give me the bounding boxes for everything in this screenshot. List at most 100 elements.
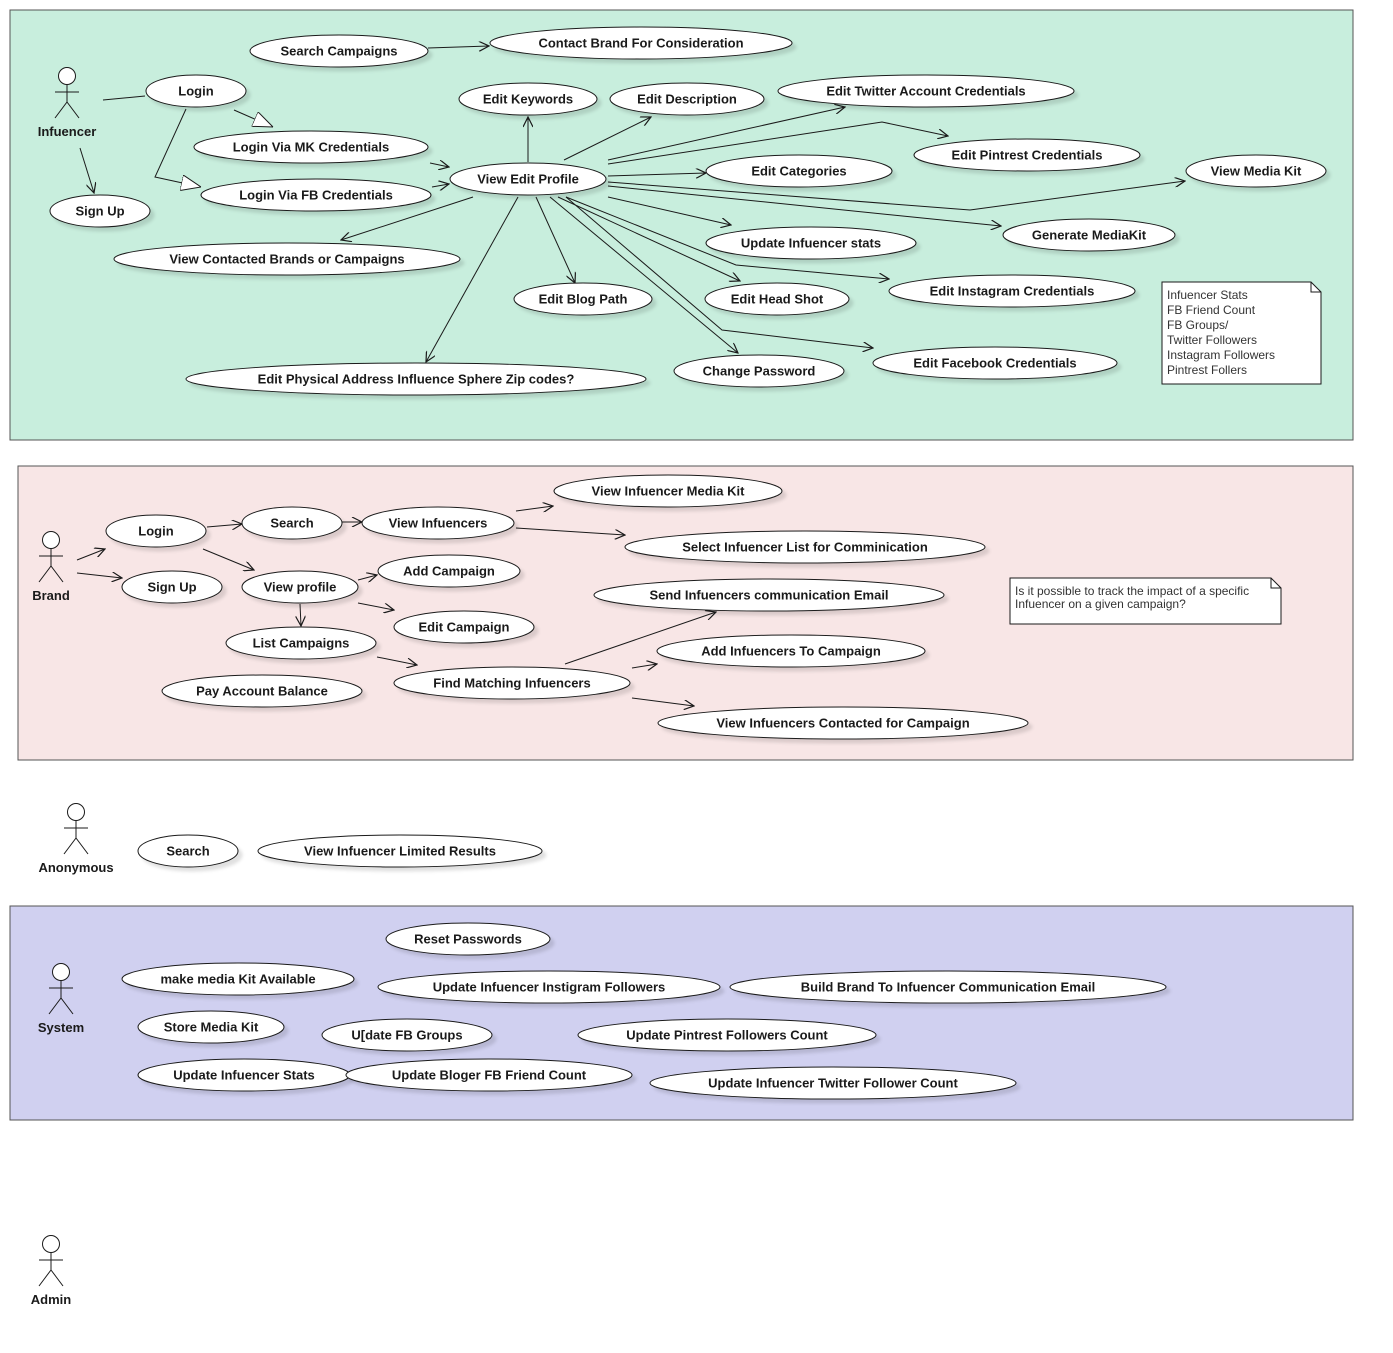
use-cases: Search Campaigns Contact Brand For Consid… bbox=[49, 26, 1327, 1100]
use-case-label: Sign Up bbox=[147, 580, 196, 595]
use-case-add-campaign[interactable]: Add Campaign bbox=[377, 554, 521, 588]
use-case-update-instigram[interactable]: Update Infuencer Instigram Followers bbox=[377, 970, 721, 1004]
use-case-edit-pintrest[interactable]: Edit Pintrest Credentials bbox=[913, 138, 1141, 172]
use-case-update-inf-stats[interactable]: Update Infuencer stats bbox=[705, 226, 917, 260]
use-case-ellipse bbox=[656, 634, 926, 668]
use-case-ellipse bbox=[161, 674, 363, 708]
association-line bbox=[154, 108, 201, 187]
association-line bbox=[429, 163, 449, 167]
use-case-generate-mediakit[interactable]: Generate MediaKit bbox=[1002, 218, 1176, 252]
use-case-edit-campaign[interactable]: Edit Campaign bbox=[393, 610, 535, 644]
association-line bbox=[300, 603, 301, 626]
association-line bbox=[515, 506, 553, 511]
association-line bbox=[631, 697, 694, 706]
use-case-make-media-kit[interactable]: make media Kit Available bbox=[121, 962, 355, 996]
association-line bbox=[357, 602, 394, 610]
use-case-ellipse bbox=[49, 194, 151, 228]
use-case-view-infuencers[interactable]: View Infuencers bbox=[361, 506, 515, 540]
use-case-search-campaigns[interactable]: Search Campaigns bbox=[249, 34, 429, 68]
use-case-ellipse bbox=[777, 74, 1075, 108]
use-case-label: View profile bbox=[264, 580, 337, 595]
use-case-label: Update Bloger FB Friend Count bbox=[392, 1068, 587, 1083]
use-case-edit-twitter[interactable]: Edit Twitter Account Credentials bbox=[777, 74, 1075, 108]
use-case-reset-passwords[interactable]: Reset Passwords bbox=[385, 922, 551, 956]
association-line bbox=[76, 573, 122, 578]
use-case-view-limited[interactable]: View Infuencer Limited Results bbox=[257, 834, 543, 868]
use-case-ellipse bbox=[913, 138, 1141, 172]
use-case-label: Add Infuencers To Campaign bbox=[701, 644, 881, 659]
association-line bbox=[79, 147, 94, 193]
use-case-edit-blog-path[interactable]: Edit Blog Path bbox=[513, 282, 653, 316]
use-case-change-password[interactable]: Change Password bbox=[673, 354, 845, 388]
use-case-ellipse bbox=[105, 514, 207, 548]
use-case-ellipse bbox=[553, 474, 783, 508]
use-case-view-edit-profile[interactable]: View Edit Profile bbox=[449, 162, 607, 196]
note-line: Infuencer on a given campaign? bbox=[1015, 597, 1186, 611]
use-case-label: Update Pintrest Followers Count bbox=[626, 1028, 828, 1043]
use-case-login-mk[interactable]: Login Via MK Credentials bbox=[193, 130, 429, 164]
association-line bbox=[341, 196, 474, 240]
use-case-label: Find Matching Infuencers bbox=[433, 676, 590, 691]
use-case-edit-physical[interactable]: Edit Physical Address Influence Sphere Z… bbox=[185, 362, 647, 396]
use-case-login-brand[interactable]: Login bbox=[105, 514, 207, 548]
use-case-sign-up-brand[interactable]: Sign Up bbox=[121, 570, 223, 604]
use-case-list-campaigns[interactable]: List Campaigns bbox=[225, 626, 377, 660]
use-case-search-brand[interactable]: Search bbox=[241, 506, 343, 540]
use-case-edit-instagram[interactable]: Edit Instagram Credentials bbox=[888, 274, 1136, 308]
note-shape bbox=[1161, 281, 1322, 385]
use-case-label: Login bbox=[178, 84, 213, 99]
use-case-update-inf-stats-sys[interactable]: Update Infuencer Stats bbox=[137, 1058, 351, 1092]
use-case-label: Change Password bbox=[703, 364, 816, 379]
use-case-view-profile[interactable]: View profile bbox=[241, 570, 359, 604]
use-case-ellipse bbox=[393, 666, 631, 700]
use-case-edit-categories[interactable]: Edit Categories bbox=[705, 154, 893, 188]
use-case-login-fb[interactable]: Login Via FB Credentials bbox=[200, 178, 432, 212]
use-case-update-bloger-fb[interactable]: Update Bloger FB Friend Count bbox=[345, 1058, 633, 1092]
association-line bbox=[376, 656, 417, 665]
use-case-view-contacted[interactable]: View Contacted Brands or Campaigns bbox=[113, 242, 461, 276]
use-case-update-twitter[interactable]: Update Infuencer Twitter Follower Count bbox=[649, 1066, 1017, 1100]
use-case-edit-description[interactable]: Edit Description bbox=[609, 82, 765, 116]
association-line bbox=[357, 575, 377, 580]
stick-figure-icon bbox=[63, 803, 89, 855]
association-line bbox=[515, 527, 625, 535]
use-case-edit-keywords[interactable]: Edit Keywords bbox=[458, 82, 598, 116]
use-case-view-inf-contacted[interactable]: View Infuencers Contacted for Campaign bbox=[657, 706, 1029, 740]
use-case-find-matching[interactable]: Find Matching Infuencers bbox=[393, 666, 631, 700]
use-case-edit-facebook[interactable]: Edit Facebook Credentials bbox=[872, 346, 1118, 380]
use-case-view-inf-media-kit[interactable]: View Infuencer Media Kit bbox=[553, 474, 783, 508]
note-fold bbox=[1310, 282, 1321, 293]
use-case-ellipse bbox=[241, 570, 359, 604]
association-line bbox=[206, 524, 242, 527]
note-line: Infuencer Stats bbox=[1167, 288, 1248, 302]
use-case-view-media-kit[interactable]: View Media Kit bbox=[1185, 154, 1327, 188]
use-case-label: View Infuencers bbox=[389, 516, 488, 531]
use-case-ellipse bbox=[321, 1018, 493, 1052]
use-case-search-anon[interactable]: Search bbox=[137, 834, 239, 868]
use-case-contact-brand[interactable]: Contact Brand For Consideration bbox=[489, 26, 793, 60]
use-case-update-pintrest[interactable]: Update Pintrest Followers Count bbox=[577, 1018, 877, 1052]
use-case-send-inf-email[interactable]: Send Infuencers communication Email bbox=[593, 578, 945, 612]
note-fold bbox=[1270, 578, 1281, 589]
use-case-add-inf-to-campaign[interactable]: Add Infuencers To Campaign bbox=[656, 634, 926, 668]
association-line bbox=[607, 107, 845, 161]
use-case-sign-up-inf[interactable]: Sign Up bbox=[49, 194, 151, 228]
use-case-label: View Infuencer Limited Results bbox=[304, 844, 496, 859]
use-case-label: Search bbox=[166, 844, 209, 859]
use-case-ellipse bbox=[185, 362, 647, 396]
use-case-edit-head-shot[interactable]: Edit Head Shot bbox=[704, 282, 850, 316]
use-case-store-media-kit[interactable]: Store Media Kit bbox=[137, 1010, 285, 1044]
association-line bbox=[565, 196, 889, 279]
use-case-build-email[interactable]: Build Brand To Infuencer Communication E… bbox=[729, 970, 1167, 1004]
use-case-label: Select Infuencer List for Comminication bbox=[682, 540, 928, 555]
use-case-label: Store Media Kit bbox=[164, 1020, 259, 1035]
actor-admin: Admin bbox=[31, 1235, 71, 1307]
use-case-update-fb-groups[interactable]: U[date FB Groups bbox=[321, 1018, 493, 1052]
use-case-ellipse bbox=[121, 962, 355, 996]
use-case-label: Search bbox=[270, 516, 313, 531]
use-case-login-inf[interactable]: Login bbox=[145, 74, 247, 108]
use-case-label: View Edit Profile bbox=[477, 172, 579, 187]
use-case-pay-account[interactable]: Pay Account Balance bbox=[161, 674, 363, 708]
use-case-select-inf-list[interactable]: Select Infuencer List for Comminication bbox=[624, 530, 986, 564]
